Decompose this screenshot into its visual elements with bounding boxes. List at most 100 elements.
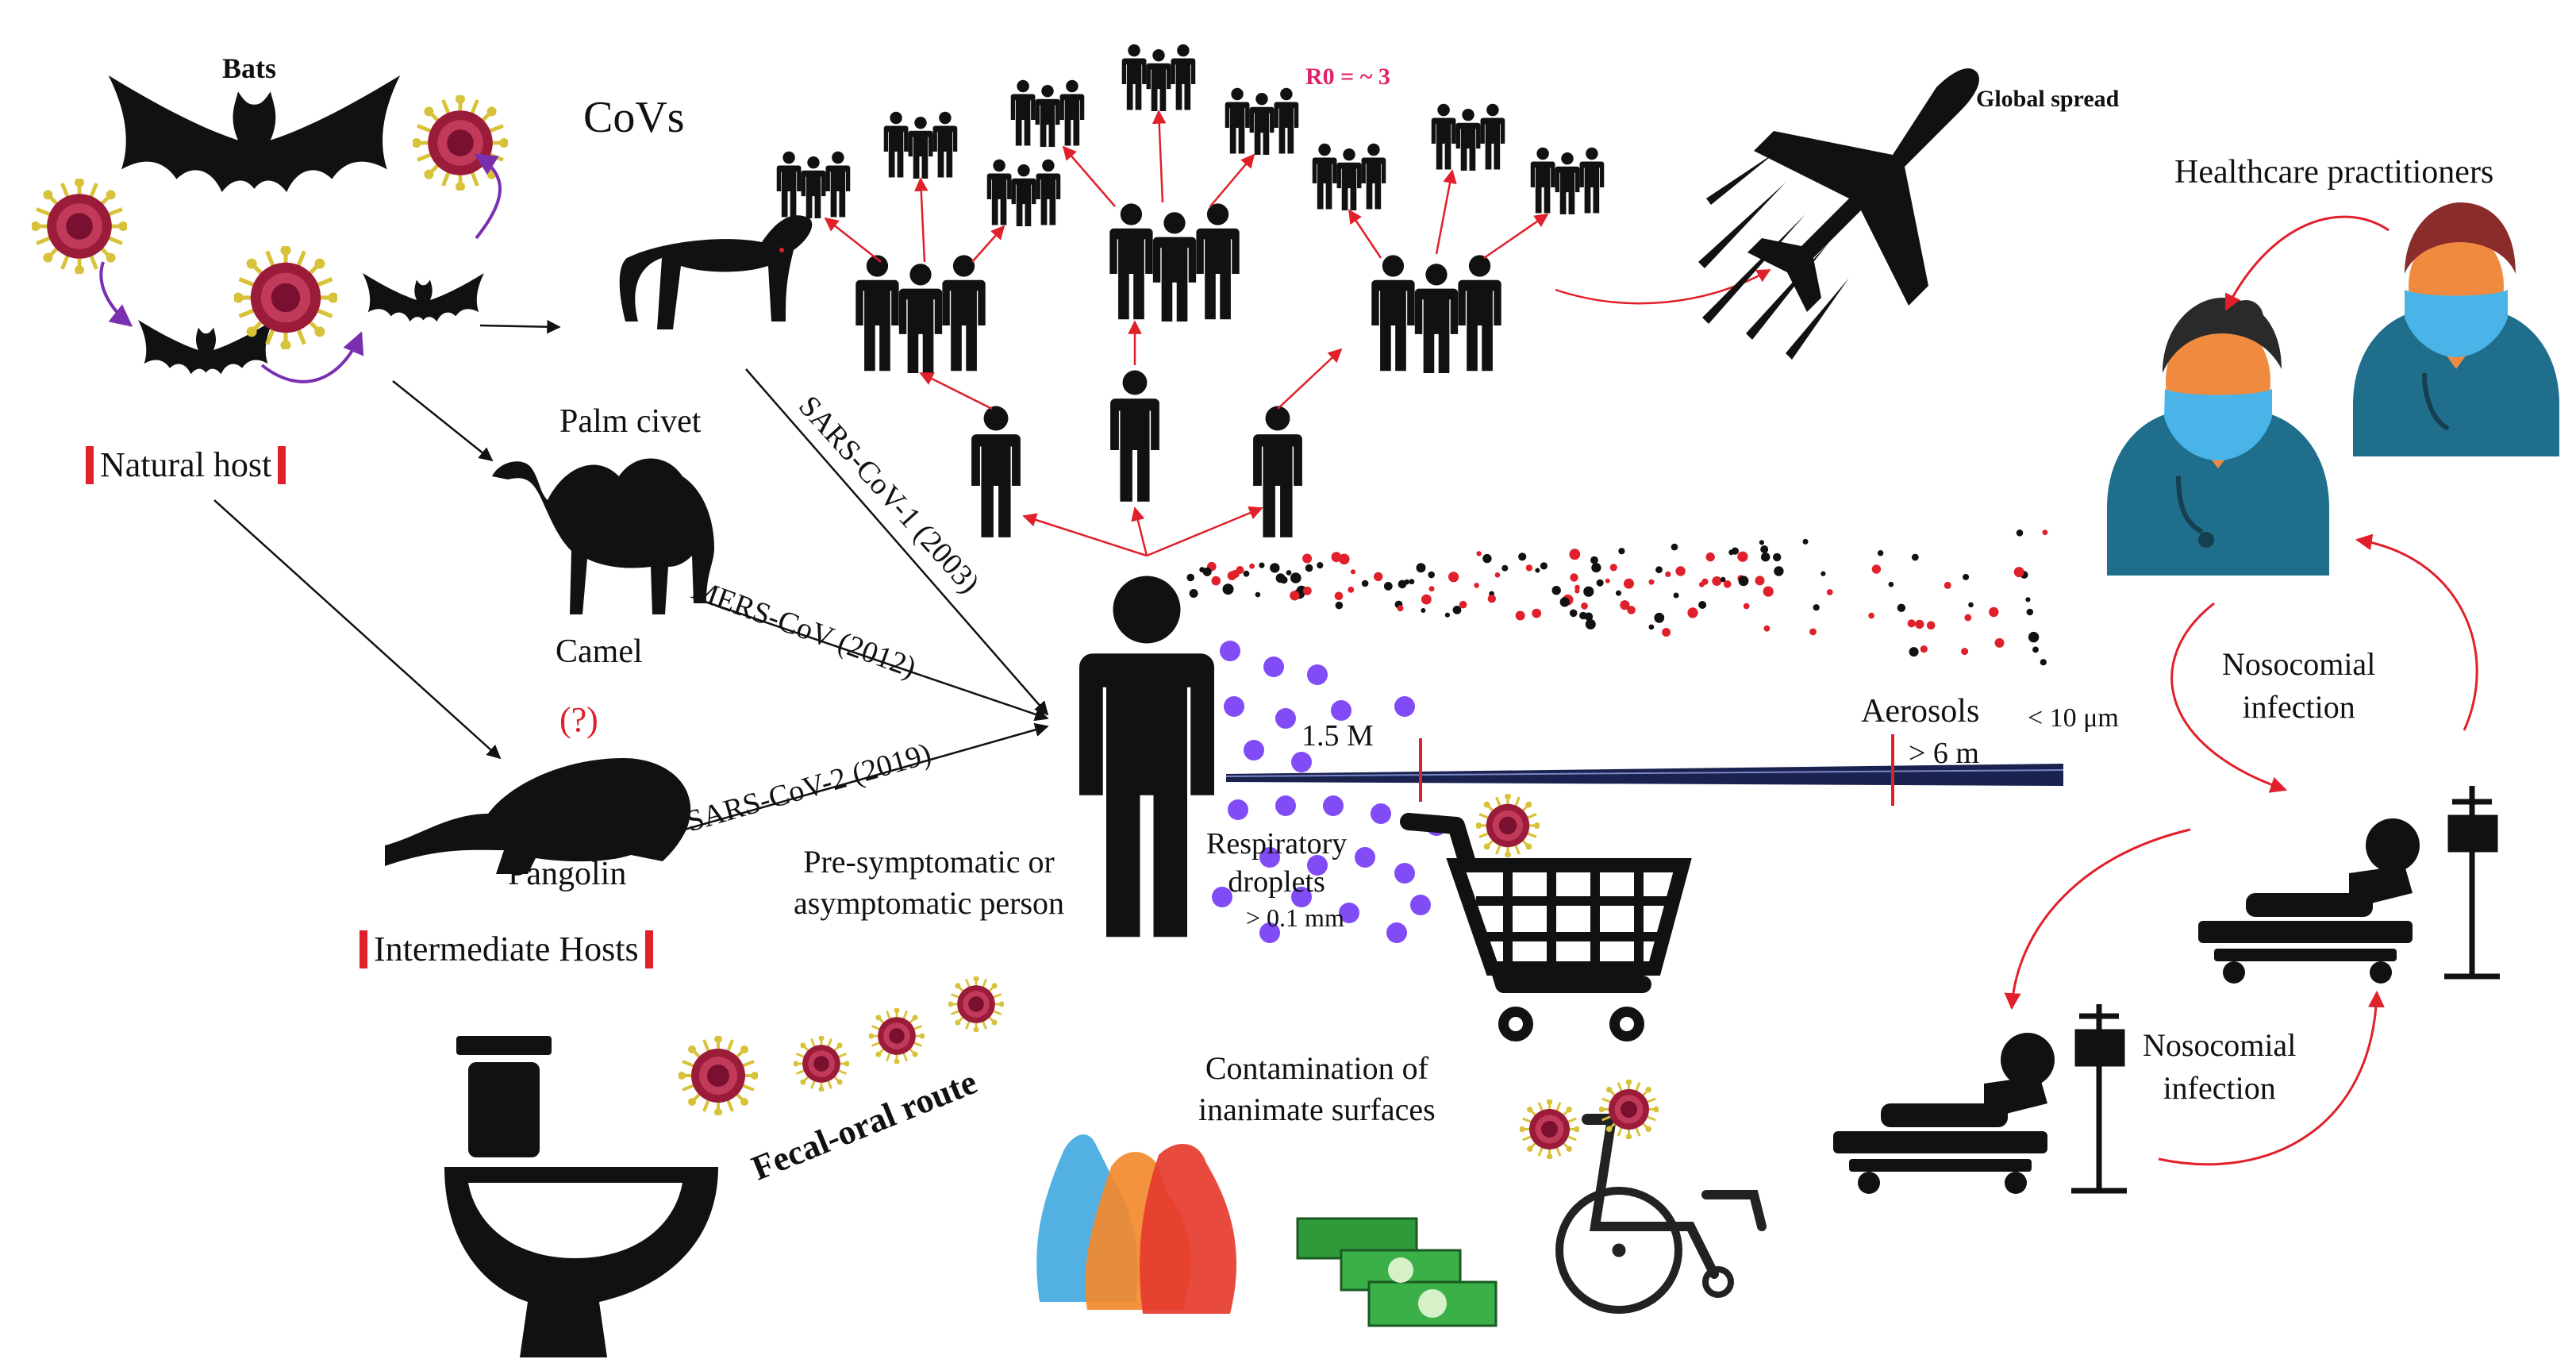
person-icon xyxy=(987,160,1061,230)
person-icon xyxy=(1313,144,1386,214)
aerosol-particle xyxy=(1671,543,1678,551)
aerosol-particle xyxy=(1482,553,1492,564)
aerosol-particle xyxy=(1317,562,1324,569)
person-icon xyxy=(1371,255,1501,379)
aerosol-particle xyxy=(1186,573,1194,582)
aerosol-particle xyxy=(1569,609,1578,618)
aerosol-particle xyxy=(1305,564,1313,572)
aerosol-particle xyxy=(1821,571,1826,576)
aerosol-particle xyxy=(1763,586,1774,597)
aerosol-particle xyxy=(1255,591,1261,598)
contamination-label: Contamination of inanimate surfaces xyxy=(1198,1048,1436,1130)
aerosol-particle xyxy=(1774,566,1784,576)
aerosol-particle xyxy=(1583,586,1594,597)
aerosol-particle xyxy=(1515,610,1525,621)
distance-far-label: > 6 m xyxy=(1909,737,1979,770)
droplet-particle xyxy=(1224,696,1244,717)
aerosol-particle xyxy=(1760,545,1769,553)
aerosol-particle xyxy=(1286,570,1292,576)
covs-label: CoVs xyxy=(583,93,685,142)
person-icon xyxy=(971,406,1021,537)
aerosol-particle xyxy=(1339,553,1350,565)
droplet-particle xyxy=(1394,863,1415,884)
droplet-particle xyxy=(1307,664,1328,685)
nosocomial-lower-line1: Nosocomial xyxy=(2143,1027,2297,1063)
aerosol-particle xyxy=(1989,606,1999,618)
person-icon xyxy=(855,255,986,379)
aerosol-particle xyxy=(1620,600,1630,610)
aerosol-particle xyxy=(1909,647,1919,657)
aerosol-particle xyxy=(1648,624,1655,630)
aerosol-particle xyxy=(2013,567,2024,578)
aerosol-particle xyxy=(1759,540,1764,545)
wheelchair-icon xyxy=(1555,1114,1767,1314)
aerosol-particle xyxy=(1897,603,1906,612)
aerosol-particle xyxy=(1662,628,1671,637)
person-icon xyxy=(1122,44,1196,115)
aerosol-particle xyxy=(1868,612,1874,619)
plastic-bag-icon xyxy=(1036,1134,1237,1314)
aerosol-particle xyxy=(1474,583,1479,588)
aerosol-particle xyxy=(1459,600,1467,609)
droplet-particle xyxy=(1228,799,1248,820)
aerosol-particle xyxy=(1243,570,1250,577)
palm-civet-label: Palm civet xyxy=(559,403,702,440)
aerosol-particle xyxy=(1585,618,1596,630)
distance-bar xyxy=(1225,734,2064,806)
civet-icon xyxy=(619,215,813,329)
aerosol-particle xyxy=(1189,589,1198,598)
r0-label: R0 = ~ 3 xyxy=(1305,64,1390,90)
droplet-particle xyxy=(1212,887,1232,907)
aerosol-particle xyxy=(1963,573,1970,580)
virus-icon xyxy=(679,1036,758,1115)
aerosol-particle xyxy=(2016,529,2024,537)
aerosol-particle xyxy=(1374,572,1383,582)
aerosol-particle xyxy=(1728,549,1735,556)
aerosol-particle xyxy=(1302,553,1313,564)
virus-icon xyxy=(948,976,1004,1032)
aerosol-particle xyxy=(1259,562,1265,568)
aerosol-particle xyxy=(1761,553,1771,562)
droplet-particle xyxy=(1323,795,1344,816)
virus-icon xyxy=(1520,1099,1579,1159)
aerosol-particle xyxy=(1920,645,1928,653)
person-icon xyxy=(884,112,958,183)
aerosol-particle xyxy=(1581,602,1588,610)
aerosol-particle xyxy=(1199,567,1205,573)
aerosol-particle xyxy=(1655,566,1663,574)
bat-icon xyxy=(363,273,484,322)
person-icon xyxy=(1109,203,1240,328)
droplets-label-line2: droplets xyxy=(1228,864,1325,899)
intermediate-hosts-label: Intermediate Hosts xyxy=(353,929,659,969)
aerosol-particle xyxy=(2028,631,2040,643)
aerosol-particle xyxy=(1743,603,1750,610)
camel-label: Camel xyxy=(556,633,643,670)
droplet-particle xyxy=(1291,752,1312,772)
aerosol-particles xyxy=(1186,529,2048,666)
pangolin-label: Pangolin xyxy=(508,856,627,892)
aerosol-particle xyxy=(1569,549,1581,560)
aerosol-particle xyxy=(1590,556,1598,564)
respiratory-droplets xyxy=(1212,641,1447,943)
droplet-particle xyxy=(1291,887,1312,907)
aerosol-particle xyxy=(1755,576,1765,586)
person-label-line1: Pre-symptomatic or xyxy=(803,844,1055,880)
aerosol-particle xyxy=(1574,588,1580,594)
aerosol-particle xyxy=(1802,538,1809,545)
virus-icon xyxy=(794,1036,849,1092)
infected-person-icon xyxy=(1079,576,1214,938)
nosocomial-upper-line2: infection xyxy=(2242,689,2355,725)
aerosol-particle xyxy=(1907,619,1916,628)
aerosol-particle xyxy=(1421,594,1432,605)
aerosol-particle xyxy=(1654,612,1665,623)
aerosol-particle xyxy=(1331,552,1342,563)
aerosol-particle xyxy=(1525,564,1533,572)
droplet-particle xyxy=(1259,847,1280,868)
shopping-cart-icon xyxy=(1400,813,1692,1042)
droplet-particle xyxy=(1275,795,1296,816)
aerosol-particle xyxy=(1961,648,1969,656)
aerosol-particle xyxy=(1675,566,1686,576)
person-icon xyxy=(777,152,851,222)
droplet-particle xyxy=(1275,708,1296,729)
aerosol-particle xyxy=(1705,552,1715,562)
